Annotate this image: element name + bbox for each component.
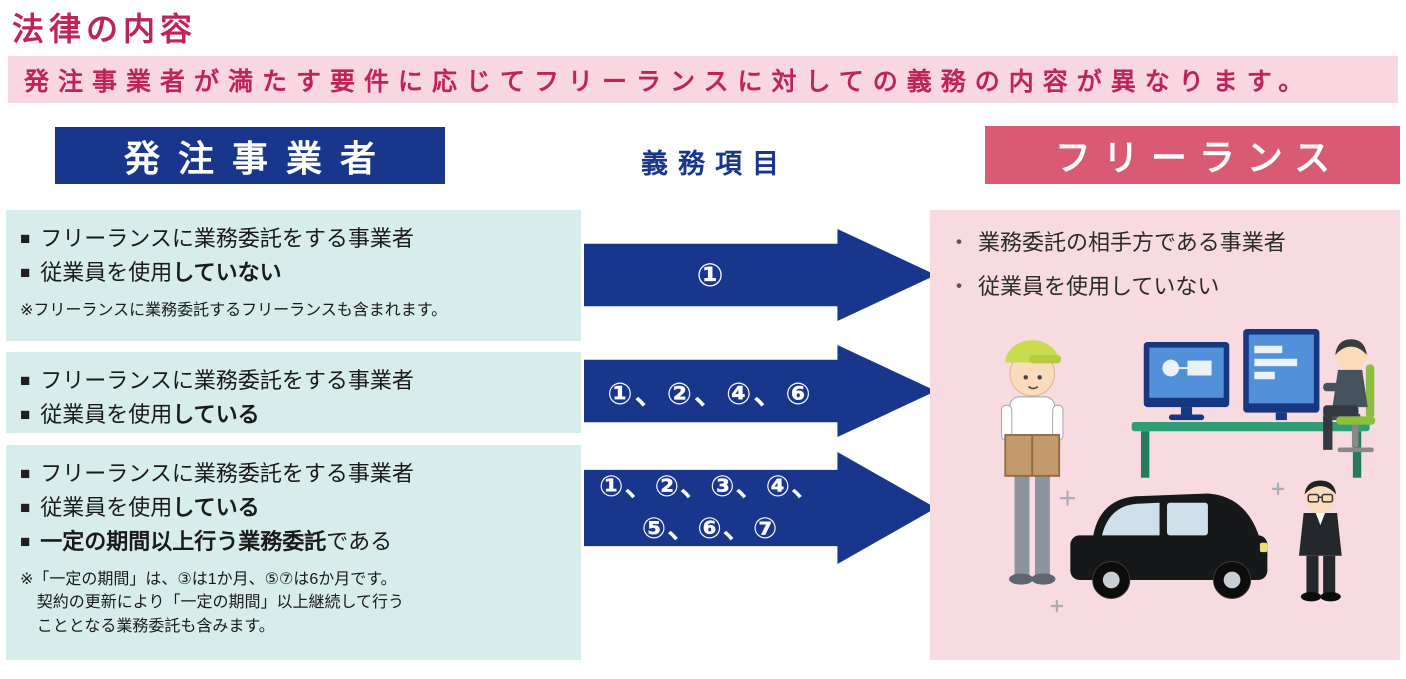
freelance-list: ・ 業務委託の相手方である事業者 ・ 従業員を使用していない [948, 228, 1386, 303]
text-bold: している [172, 495, 260, 521]
requirement-item-text: フリーランスに業務委託をする事業者 [40, 364, 414, 398]
requirement-item: ■ 従業員を使用していない [20, 256, 567, 290]
suited-driver-graphic [1298, 480, 1342, 601]
duty-arrow-1: ① [584, 229, 936, 321]
square-bullet-icon: ■ [20, 263, 31, 283]
text-pre: フリーランスに業務委託をする事業者 [40, 461, 414, 486]
duty-arrow-2: ①、②、④、⑥ [584, 345, 936, 437]
requirement-item-text: 従業員を使用していない [40, 256, 281, 290]
square-bullet-icon: ■ [20, 498, 31, 518]
freelance-box: ・ 業務委託の相手方である事業者 ・ 従業員を使用していない [930, 210, 1400, 660]
requirement-note: ※「一定の期間」は、③は1か月、⑤⑦は6か月です。 契約の更新により「一定の期間… [20, 571, 404, 635]
freelance-item-text: 従業員を使用していない [978, 273, 1220, 299]
text-post: である [326, 529, 393, 555]
square-bullet-icon: ■ [20, 371, 31, 390]
duty-arrow-3: ①、②、③、④、 ⑤、⑥、⑦ [584, 452, 936, 564]
intro-banner: 発注事業者が満たす要件に応じてフリーランスに対しての義務の内容が異なります。 [8, 56, 1398, 103]
requirement-item: ■ フリーランスに業務委託をする事業者 [20, 457, 567, 491]
freelance-item: ・ 従業員を使用していない [948, 272, 1386, 303]
square-bullet-icon: ■ [20, 464, 31, 483]
requirement-item-text: 従業員を使用している [40, 398, 259, 432]
text-pre: フリーランスに業務委託をする事業者 [40, 226, 414, 251]
text-bold: 一定の期間以上行う業務委託 [40, 529, 327, 555]
requirement-item-text: フリーランスに業務委託をする事業者 [40, 457, 414, 491]
requirement-list: ■ フリーランスに業務委託をする事業者 ■ 従業員を使用している [20, 364, 567, 432]
requirement-item: ■ 従業員を使用している [20, 491, 567, 525]
desk-and-monitors-graphic [1131, 328, 1370, 478]
duty-arrow-2-label: ①、②、④、⑥ [607, 378, 813, 411]
intro-banner-text: 発注事業者が満たす要件に応じてフリーランスに対しての義務の内容が異なります。 [24, 67, 1313, 96]
requirement-item: ■ 一定の期間以上行う業務委託である [20, 525, 567, 559]
car-graphic [1070, 493, 1268, 599]
requirement-item-text: 一定の期間以上行う業務委託である [40, 525, 392, 559]
requirement-list: ■ フリーランスに業務委託をする事業者 ■ 従業員を使用していない [20, 222, 567, 290]
freelance-item: ・ 業務委託の相手方である事業者 [948, 228, 1386, 259]
delivery-worker-graphic [1001, 339, 1064, 585]
requirement-item: ■ フリーランスに業務委託をする事業者 [20, 222, 567, 256]
duty-arrow-1-label: ① [696, 257, 724, 293]
text-pre: 従業員を使用 [40, 402, 173, 428]
text-pre: 従業員を使用 [40, 260, 173, 286]
requirement-note: ※フリーランスに業務委託するフリーランスも含まれます。 [20, 302, 448, 320]
requirement-list: ■ フリーランスに業務委託をする事業者 ■ 従業員を使用している ■ 一定の期間… [20, 457, 567, 559]
text-bold: している [172, 402, 260, 428]
text-pre: 従業員を使用 [40, 495, 173, 521]
page-title: 法律の内容 [12, 11, 198, 47]
requirement-box-no-employees: ■ フリーランスに業務委託をする事業者 ■ 従業員を使用していない ※フリーラン… [6, 210, 581, 341]
requirement-item: ■ フリーランスに業務委託をする事業者 [20, 364, 567, 398]
requirement-item: ■ 従業員を使用している [20, 398, 567, 432]
requirement-box-long-term: ■ フリーランスに業務委託をする事業者 ■ 従業員を使用している ■ 一定の期間… [6, 445, 581, 660]
text-bold: していない [172, 260, 282, 286]
square-bullet-icon: ■ [20, 532, 31, 552]
requirement-item-text: 従業員を使用している [40, 491, 259, 525]
square-bullet-icon: ■ [20, 405, 31, 425]
header-freelance: フリーランス [985, 126, 1400, 184]
dot-bullet-icon: ・ [948, 273, 971, 299]
duty-arrow-3-label: ①、②、③、④、 ⑤、⑥、⑦ [598, 470, 822, 545]
header-duty-items: 義務項目 [641, 148, 789, 179]
text-pre: フリーランスに業務委託をする事業者 [40, 368, 414, 393]
seated-person-graphic [1323, 338, 1376, 452]
square-bullet-icon: ■ [20, 229, 31, 248]
requirement-box-with-employees: ■ フリーランスに業務委託をする事業者 ■ 従業員を使用している [6, 352, 581, 433]
sparkle-icons [1050, 482, 1285, 612]
freelance-illustration [1001, 328, 1376, 612]
freelance-item-text: 業務委託の相手方である事業者 [978, 230, 1286, 255]
header-ordering-business: 発注事業者 [55, 127, 445, 184]
requirement-item-text: フリーランスに業務委託をする事業者 [40, 222, 414, 256]
dot-bullet-icon: ・ [948, 230, 971, 255]
